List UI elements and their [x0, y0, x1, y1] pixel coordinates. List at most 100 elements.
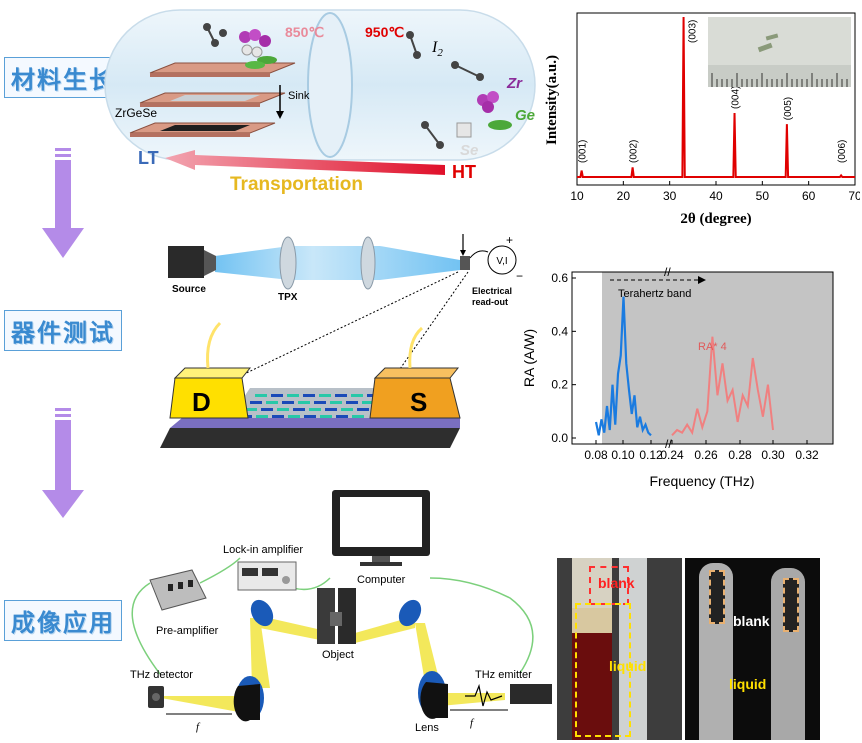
se-label: Se	[460, 142, 478, 159]
resp-xtick-label: 0.12	[639, 448, 663, 462]
xrd-ylabel: Intensity(a.u.)	[544, 55, 560, 145]
object-label: Object	[322, 649, 354, 661]
channel-atom-bar	[256, 415, 268, 418]
transport-arrow	[165, 150, 445, 175]
preamp-label: Pre-amplifier	[156, 625, 219, 637]
xrd-xtick-label: 20	[617, 189, 631, 203]
photo-liquid-label: liquid	[609, 658, 647, 674]
sink-label: Sink	[288, 90, 310, 102]
thz-setup-diagram: Source TPX V,I + − Electrical read-out D…	[160, 233, 523, 448]
meter-label: V,I	[496, 256, 507, 267]
tpx-lens-2	[360, 236, 376, 290]
xrd-peak-label: (001)	[578, 140, 589, 163]
channel-atom-bar	[266, 401, 278, 404]
ge-label: Ge	[515, 107, 535, 124]
resp-ytick-label: 0.2	[551, 378, 568, 392]
channel-atom-bar	[298, 401, 310, 404]
channel-atom-bar	[362, 401, 374, 404]
zoom-line-right	[394, 271, 469, 377]
meter-icon	[487, 245, 517, 275]
channel-atom-bar	[336, 415, 348, 418]
atom-clusters	[239, 29, 512, 138]
drain-label: D	[192, 387, 211, 417]
computer-label: Computer	[357, 574, 406, 586]
xrd-inset-photo	[708, 17, 851, 87]
axis-break-mark: //	[664, 265, 671, 279]
i2-molecules	[203, 23, 484, 149]
channel-atom-bar	[346, 401, 358, 404]
channel-atom-bar	[282, 401, 294, 404]
tpx-label: TPX	[278, 292, 298, 303]
xrd-peak-label: (006)	[837, 140, 848, 163]
emitter-label: THz emitter	[475, 669, 532, 681]
ht-label: HT	[452, 162, 476, 182]
channel-atom-bar	[250, 401, 262, 404]
lt-label: LT	[138, 148, 159, 168]
resp-ytick-label: 0.6	[551, 271, 568, 285]
thz-detector	[148, 686, 164, 708]
flow-arrows	[42, 148, 84, 518]
xrd-xtick-label: 60	[802, 189, 816, 203]
channel-atom-bar	[351, 394, 363, 397]
focal-label-2: f	[470, 717, 475, 729]
temp-low-label: 850℃	[285, 24, 324, 40]
channel-atom-bar	[304, 415, 316, 418]
photo-thz-image: blank liquid	[685, 558, 820, 740]
resp-xtick-label: 0.30	[761, 448, 785, 462]
device-chip	[460, 256, 470, 270]
channel-atom-bar	[277, 408, 289, 411]
resp-xtick-label: 0.28	[728, 448, 752, 462]
band-label: Terahertz band	[618, 288, 691, 300]
imaging-system-diagram: Computer Lock-in amplifier Pre-amplifier…	[130, 490, 552, 734]
resp-xtick-label: 0.08	[584, 448, 608, 462]
thz-liquid-label: liquid	[729, 676, 767, 692]
resp-xtick-label: 0.32	[795, 448, 819, 462]
object-holder	[317, 588, 356, 644]
xrd-peak-label: (003)	[688, 20, 699, 43]
i2-label: I2	[431, 39, 443, 59]
readout-label-2: read-out	[472, 297, 508, 307]
computer-monitor	[332, 490, 430, 566]
resp-xtick-label: 0.26	[694, 448, 718, 462]
tpx-lens-1	[279, 236, 297, 290]
stage-label-growth: 材料生长	[4, 57, 122, 98]
channel-atom-bar	[287, 394, 299, 397]
device-substrate	[160, 428, 460, 448]
channel-atom-bar	[271, 394, 283, 397]
channel-atom-bar	[245, 408, 257, 411]
photo-blank-label: blank	[598, 575, 635, 591]
resp-xtick-label: 0.24	[660, 448, 684, 462]
temp-high-label: 950℃	[365, 24, 404, 40]
channel-atom-bar	[325, 408, 337, 411]
stage-label-device: 器件测试	[4, 310, 122, 351]
lockin-label: Lock-in amplifier	[223, 544, 303, 556]
thz-band-shade	[602, 272, 833, 444]
resp-frame	[571, 271, 834, 445]
plus-label: +	[506, 233, 513, 247]
xrd-peak-label: (005)	[783, 97, 794, 120]
channel-atom-bar	[255, 394, 267, 397]
xrd-xtick-label: 40	[709, 189, 723, 203]
channel-atom-bar	[352, 415, 364, 418]
resp-series-high	[671, 336, 774, 437]
readout-label-1: Electrical	[472, 286, 512, 296]
xrd-xtick-label: 50	[756, 189, 770, 203]
thz-blank-label: blank	[733, 613, 770, 629]
resp-xtick-label: 0.10	[611, 448, 635, 462]
xrd-pattern-line	[577, 16, 855, 178]
detector-label: THz detector	[130, 669, 193, 681]
resp-ylabel: RA (A/W)	[521, 329, 537, 387]
xrd-xtick-label: 30	[663, 189, 677, 203]
channel-atom-bar	[330, 401, 342, 404]
channel-atom-bar	[320, 415, 332, 418]
stage-label-imaging: 成像应用	[4, 600, 122, 641]
crystal-label: ZrGeSe	[115, 106, 157, 120]
resp-ytick-label: 0.0	[551, 431, 568, 445]
mirrors	[250, 599, 422, 627]
resp-series-low	[594, 296, 652, 437]
lockin-amplifier	[237, 561, 297, 591]
flow-arrow-1	[42, 148, 84, 258]
pre-amplifier	[149, 569, 207, 611]
